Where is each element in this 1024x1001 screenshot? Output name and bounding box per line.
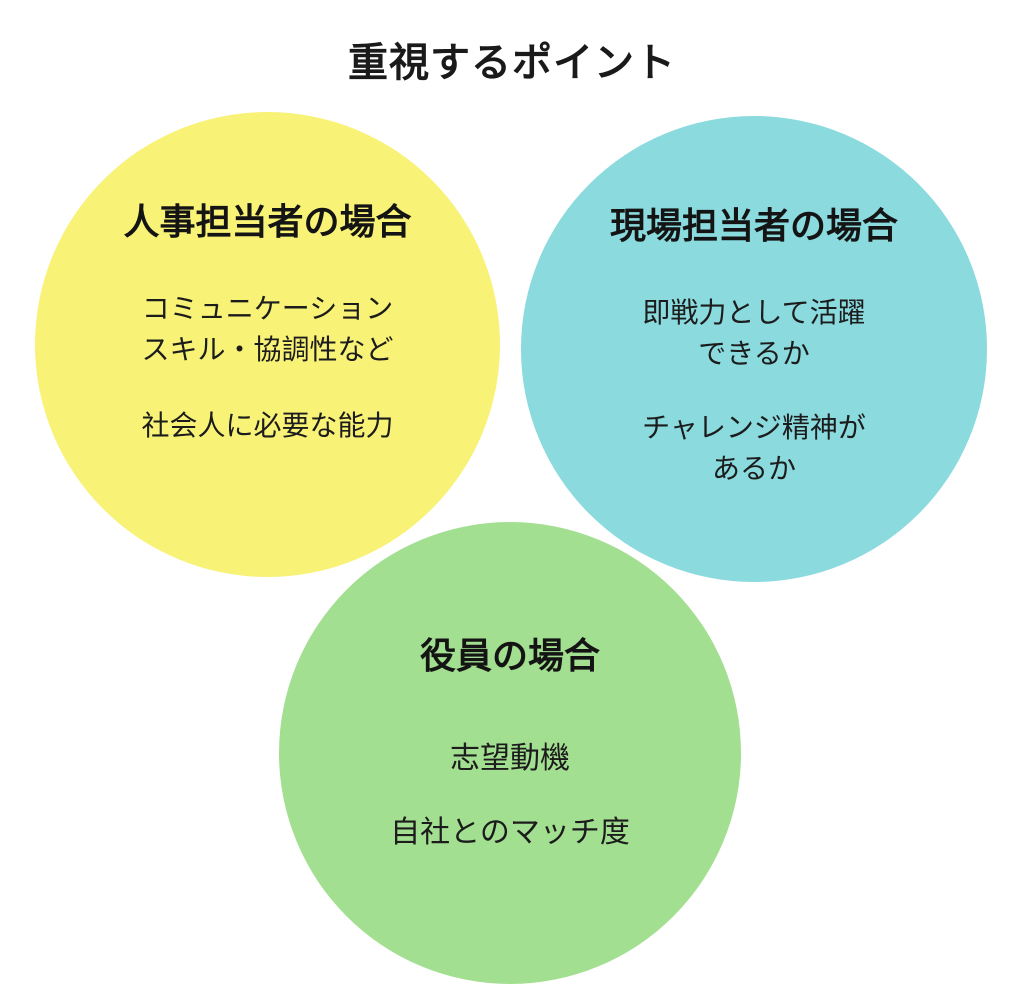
diagram-title: 重視するポイント [348, 41, 676, 85]
circle-executive: 役員の場合 志望動機 自社とのマッチ度 [279, 522, 741, 984]
text-line: あるか [711, 452, 796, 484]
circle-hr: 人事担当者の場合 コミュニケーション スキル・協調性など 社会人に必要な能力 [35, 112, 500, 577]
text-line: スキル・協調性など [141, 333, 394, 365]
circle-hr-paragraph-1: コミュニケーション スキル・協調性など [141, 289, 393, 370]
circle-executive-paragraph-1: 志望動機 [450, 737, 570, 781]
text-line: 社会人に必要な能力 [141, 410, 394, 442]
circle-field-paragraph-1: 即戦力として活躍 できるか [642, 293, 865, 374]
circle-field: 現場担当者の場合 即戦力として活躍 できるか チャレンジ精神が あるか [521, 116, 987, 582]
text-line: コミュニケーション [141, 293, 394, 325]
circle-field-heading: 現場担当者の場合 [609, 205, 898, 246]
circle-hr-paragraph-2: 社会人に必要な能力 [141, 406, 393, 447]
circle-executive-paragraph-2: 自社とのマッチ度 [390, 811, 630, 855]
text-line: できるか [698, 337, 810, 369]
text-line: 即戦力として活躍 [642, 297, 866, 329]
circle-executive-heading: 役員の場合 [419, 635, 600, 676]
text-line: 自社とのマッチ度 [390, 815, 630, 849]
text-line: 志望動機 [450, 742, 570, 776]
circle-field-paragraph-2: チャレンジ精神が あるか [642, 408, 866, 489]
circle-hr-heading: 人事担当者の場合 [123, 201, 412, 242]
text-line: チャレンジ精神が [642, 412, 866, 444]
